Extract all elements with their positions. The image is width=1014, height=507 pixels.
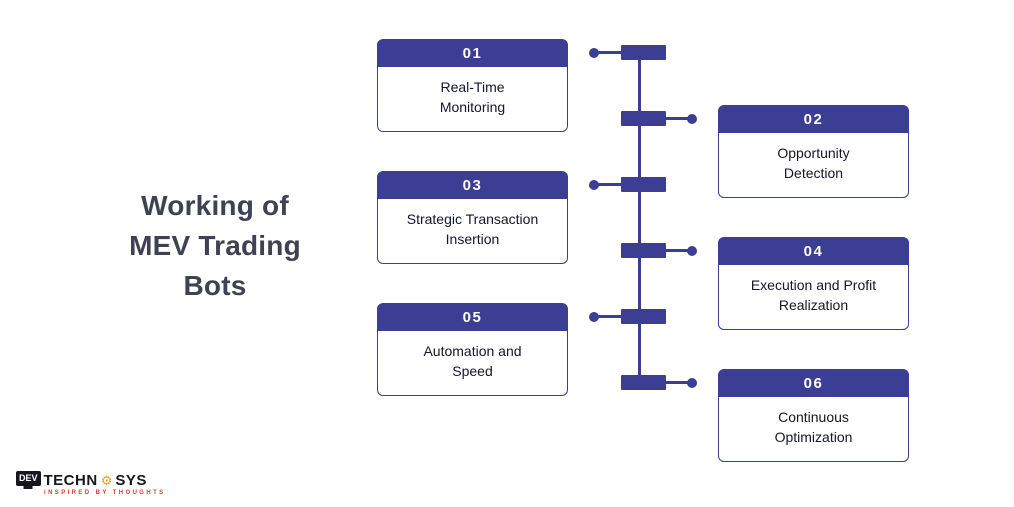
company-logo: DEV TECHN ⚙ SYS INSPIRED BY THOUGHTS bbox=[16, 471, 166, 496]
diagram-title: Working of MEV Trading Bots bbox=[100, 186, 330, 306]
step-label: Strategic Transaction Insertion bbox=[406, 211, 539, 247]
connector-line-04 bbox=[640, 249, 690, 252]
diagram-title-line: Bots bbox=[183, 270, 247, 301]
connector-dot-05 bbox=[589, 312, 599, 322]
connector-line-01 bbox=[596, 51, 640, 54]
step-label: Real-Time Monitoring bbox=[439, 79, 506, 115]
connector-dot-01 bbox=[589, 48, 599, 58]
connector-dot-06 bbox=[687, 378, 697, 388]
step-label: Automation and Speed bbox=[423, 343, 522, 379]
timeline-node-03 bbox=[621, 177, 666, 192]
step-number: 01 bbox=[378, 40, 567, 67]
step-number: 02 bbox=[719, 106, 908, 133]
step-label: Execution and Profit Realization bbox=[750, 277, 877, 313]
connector-line-02 bbox=[640, 117, 690, 120]
step-card-05: 05 Automation and Speed bbox=[377, 303, 568, 396]
step-number: 05 bbox=[378, 304, 567, 331]
timeline-node-05 bbox=[621, 309, 666, 324]
step-number: 06 bbox=[719, 370, 908, 397]
step-card-01: 01 Real-Time Monitoring bbox=[377, 39, 568, 132]
connector-line-03 bbox=[596, 183, 640, 186]
step-label: Continuous Optimization bbox=[774, 409, 853, 445]
gear-icon: ⚙ bbox=[100, 472, 113, 488]
connector-dot-04 bbox=[687, 246, 697, 256]
logo-brand-right: SYS bbox=[115, 471, 147, 489]
logo-tagline: INSPIRED BY THOUGHTS bbox=[44, 490, 166, 496]
step-card-02: 02 Opportunity Detection bbox=[718, 105, 909, 198]
connector-line-05 bbox=[596, 315, 640, 318]
connector-dot-02 bbox=[687, 114, 697, 124]
timeline-spine bbox=[638, 52, 641, 383]
timeline-node-01 bbox=[621, 45, 666, 60]
diagram-title-line: Working of bbox=[141, 190, 289, 221]
logo-brand-left: TECHN bbox=[43, 471, 98, 489]
logo-brand-row: DEV TECHN ⚙ SYS bbox=[16, 471, 166, 489]
diagram-title-line: MEV Trading bbox=[129, 230, 301, 261]
step-card-04: 04 Execution and Profit Realization bbox=[718, 237, 909, 330]
step-card-06: 06 Continuous Optimization bbox=[718, 369, 909, 462]
connector-dot-03 bbox=[589, 180, 599, 190]
step-label: Opportunity Detection bbox=[777, 145, 850, 181]
step-card-03: 03 Strategic Transaction Insertion bbox=[377, 171, 568, 264]
step-number: 03 bbox=[378, 172, 567, 199]
monitor-icon: DEV bbox=[16, 471, 41, 486]
step-number: 04 bbox=[719, 238, 908, 265]
connector-line-06 bbox=[640, 381, 690, 384]
